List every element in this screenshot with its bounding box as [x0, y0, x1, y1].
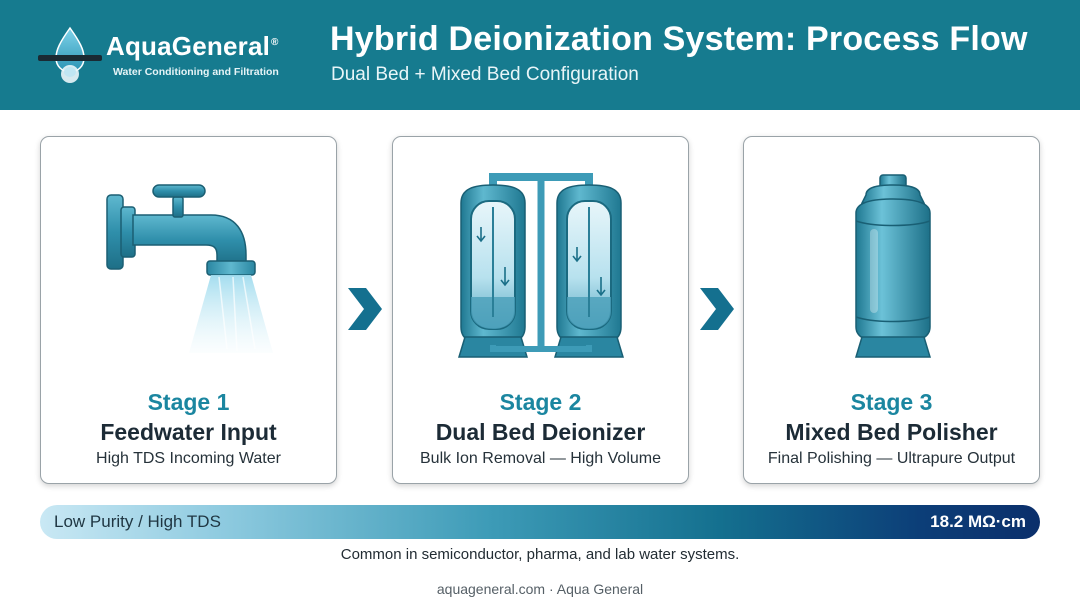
stage-description: Bulk Ion Removal — High Volume: [420, 450, 661, 467]
registered-mark: ®: [271, 37, 279, 49]
stage-description: Final Polishing — Ultrapure Output: [767, 450, 1016, 467]
footer-credit[interactable]: aquageneral.com · Aqua General: [436, 581, 644, 597]
dual-tank-icon: [457, 173, 625, 358]
stage-name: Mixed Bed Polisher: [785, 419, 998, 445]
polisher-tank-icon: [854, 174, 932, 358]
purity-gradient-bar: Low Purity / High TDS 18.2 MΩ·cm: [40, 505, 1040, 539]
page-subtitle: Dual Bed + Mixed Bed Configuration: [331, 64, 639, 85]
stage-name: Feedwater Input: [100, 419, 277, 445]
stage-number: Stage 2: [499, 389, 582, 415]
water-drop-logo-icon: [38, 26, 102, 83]
chevron-right-icon: [348, 288, 382, 330]
page-title: Hybrid Deionization System: Process Flow: [330, 20, 1028, 58]
faucet-icon: [106, 184, 273, 353]
purity-high-label: 18.2 MΩ·cm: [930, 512, 1026, 531]
stage-number: Stage 1: [147, 389, 230, 415]
stage-card-3: Stage 3 Mixed Bed Polisher Final Polishi…: [743, 136, 1040, 484]
purity-low-label: Low Purity / High TDS: [54, 512, 221, 531]
application-note: Common in semiconductor, pharma, and lab…: [340, 546, 740, 563]
chevron-right-icon: [700, 288, 734, 330]
brand-tagline: Water Conditioning and Filtration: [113, 66, 279, 78]
brand-name: AquaGeneral®: [106, 31, 279, 61]
stage-description: High TDS Incoming Water: [96, 450, 281, 467]
brand-logo[interactable]: AquaGeneral® Water Conditioning and Filt…: [36, 24, 296, 86]
stage-number: Stage 3: [850, 389, 933, 415]
header-banner: AquaGeneral® Water Conditioning and Filt…: [0, 0, 1080, 110]
stage-name: Dual Bed Deionizer: [435, 419, 646, 445]
stage-card-1: Stage 1 Feedwater Input High TDS Incomin…: [40, 136, 337, 484]
stage-card-2: Stage 2 Dual Bed Deionizer Bulk Ion Remo…: [392, 136, 689, 484]
